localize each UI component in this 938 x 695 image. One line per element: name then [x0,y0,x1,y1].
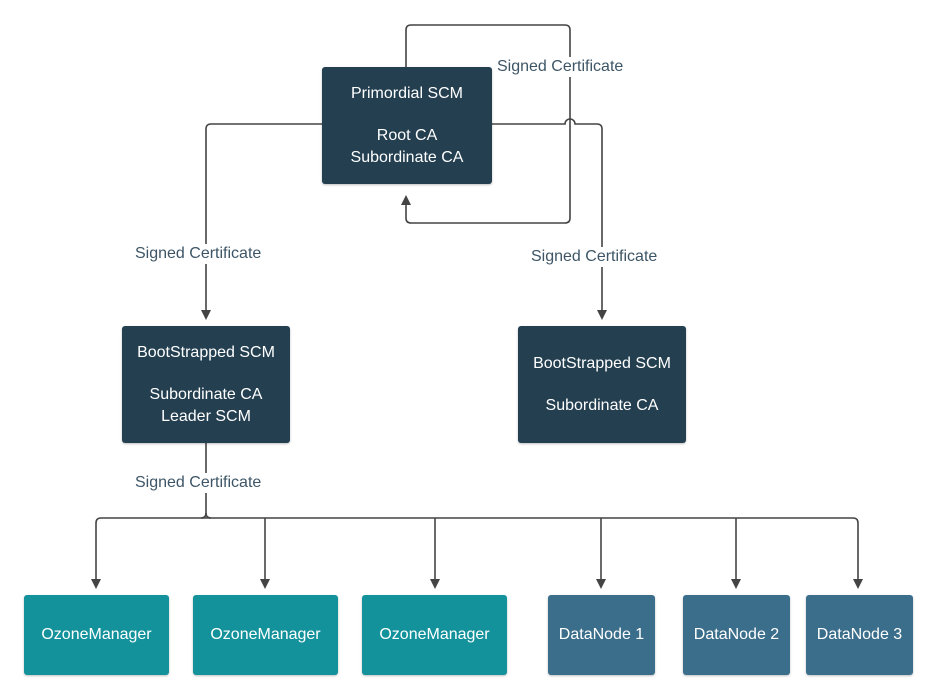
edge-label-self-loop: Signed Certificate [495,57,626,77]
edge-label-workers: Signed Certificate [133,473,264,493]
primordial-scm-node: Primordial SCM Root CA Subordinate CA [322,67,492,184]
node-title: OzoneManager [210,626,321,643]
node-title: OzoneManager [379,626,490,643]
edge-label-left-scm: Signed Certificate [133,244,264,264]
self-loop-edge [401,24,571,224]
node-title: OzoneManager [41,626,152,643]
datanode-node-3: DataNode 3 [806,595,913,675]
edge-label-right-scm: Signed Certificate [529,247,660,267]
ozone-manager-node-2: OzoneManager [193,595,338,675]
node-role: Subordinate CA [545,396,659,414]
bootstrapped-scm-right-node: BootStrapped SCM Subordinate CA [518,326,686,443]
bootstrapped-scm-left-node: BootStrapped SCM Subordinate CA Leader S… [122,326,290,443]
ozone-manager-node-1: OzoneManager [24,595,169,675]
node-role: Root CA [376,126,438,144]
edge-to-left-scm [201,123,322,320]
node-title: BootStrapped SCM [137,343,275,361]
drop-ozone-1 [96,517,101,587]
node-title: DataNode 1 [558,626,645,643]
node-title: DataNode 2 [693,626,780,643]
edge-to-right-scm [492,118,607,320]
datanode-node-2: DataNode 2 [683,595,790,675]
node-role: Leader SCM [161,407,251,425]
node-title: BootStrapped SCM [533,354,671,372]
node-role: Subordinate CA [149,385,263,403]
node-title: Primordial SCM [350,84,463,102]
ozone-manager-node-3: OzoneManager [362,595,507,675]
datanode-node-1: DataNode 1 [548,595,655,675]
node-title: DataNode 3 [816,626,903,643]
node-role: Subordinate CA [350,148,464,166]
drop-datanode-3 [852,517,863,589]
